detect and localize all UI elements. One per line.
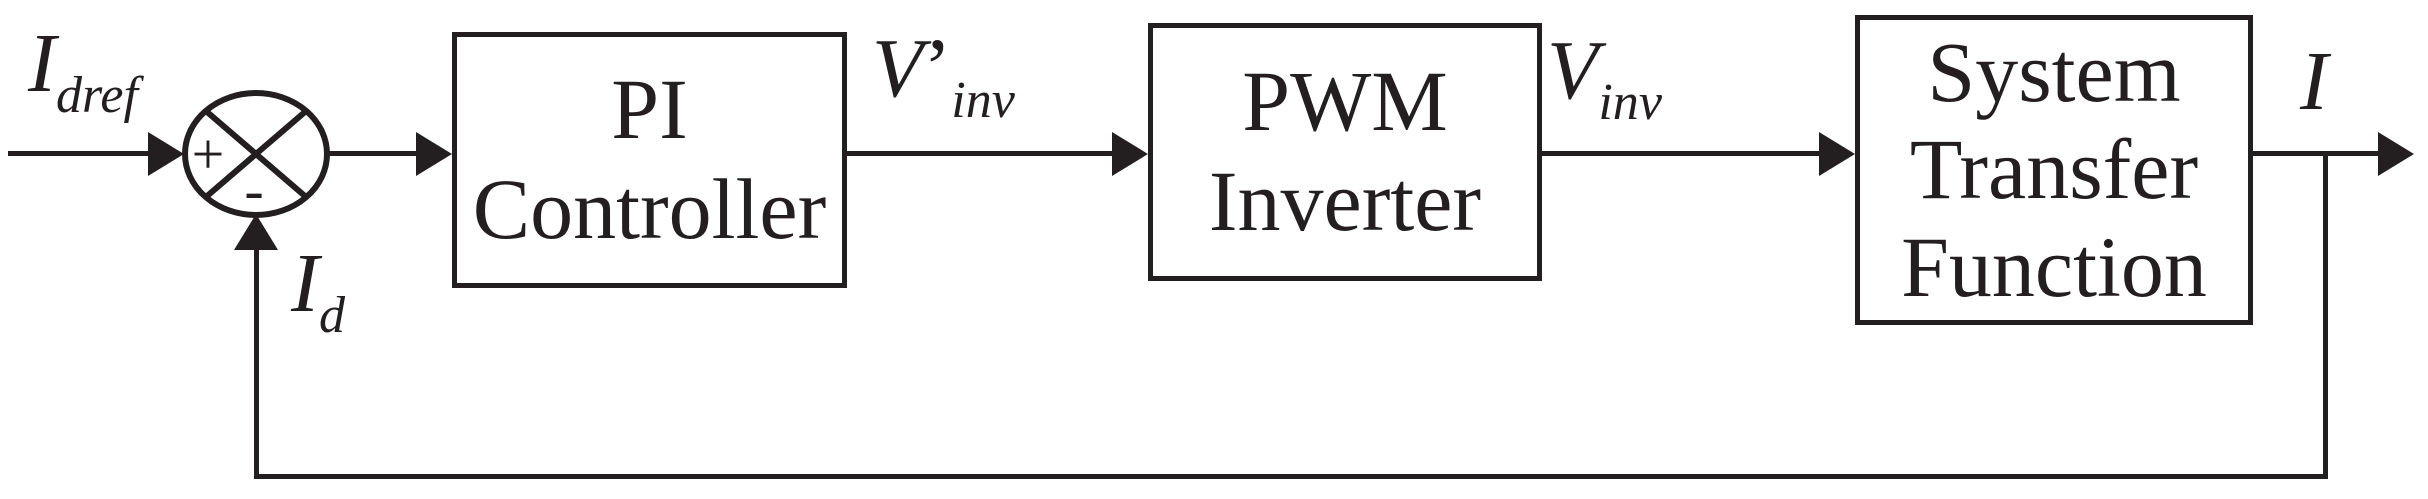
signal-subscript: dref bbox=[55, 66, 138, 124]
output-line bbox=[2251, 151, 2381, 156]
arrowhead-into-summing-junction bbox=[148, 132, 184, 176]
signal-subscript: inv bbox=[1598, 73, 1662, 131]
signal-label-input: Idref bbox=[28, 22, 138, 122]
signal-label-output: I bbox=[2300, 40, 2328, 124]
signal-label-feedback: Id bbox=[291, 242, 345, 342]
pwm-inverter-block: PWM Inverter bbox=[1148, 23, 1542, 281]
block-text-line: Function bbox=[1901, 218, 2207, 315]
feedback-line-right-vertical bbox=[2323, 153, 2328, 479]
system-transfer-function-block: System Transfer Function bbox=[1855, 15, 2253, 325]
signal-main: I bbox=[2300, 35, 2328, 128]
prime-mark: ’ bbox=[923, 22, 952, 115]
block-text-line: Transfer bbox=[1909, 121, 2199, 218]
block-text-line: Inverter bbox=[1208, 153, 1482, 249]
sum-to-pi-line bbox=[327, 151, 420, 156]
signal-main: V bbox=[1547, 24, 1599, 117]
block-text-line: PI bbox=[611, 61, 688, 158]
arrowhead-into-system-block bbox=[1819, 132, 1855, 176]
signal-subscript: d bbox=[318, 286, 346, 344]
arrowhead-into-pi-controller bbox=[416, 132, 452, 176]
signal-label-controller-output: V’inv bbox=[872, 27, 1015, 127]
pi-controller-block: PI Controller bbox=[452, 32, 847, 288]
feedback-line-left-vertical bbox=[254, 248, 259, 479]
plus-sign: + bbox=[192, 122, 225, 187]
signal-subscript: inv bbox=[951, 71, 1015, 129]
input-line bbox=[8, 151, 150, 156]
summing-junction-icon: + - bbox=[182, 90, 330, 222]
feedback-line-bottom-horizontal bbox=[254, 474, 2328, 479]
block-text-line: Controller bbox=[472, 161, 827, 257]
arrowhead-output bbox=[2378, 132, 2414, 176]
signal-main: I bbox=[291, 237, 319, 330]
signal-label-inverter-output: Vinv bbox=[1547, 29, 1662, 129]
pwm-to-system-line bbox=[1540, 151, 1822, 156]
signal-main: I bbox=[28, 17, 56, 110]
block-text-line: System bbox=[1927, 24, 2181, 121]
arrowhead-feedback-into-summing-junction bbox=[234, 214, 278, 250]
pi-to-pwm-line bbox=[845, 151, 1115, 156]
minus-sign: - bbox=[244, 158, 263, 222]
signal-main: V bbox=[872, 22, 924, 115]
block-text-line: PWM bbox=[1242, 53, 1448, 150]
summing-junction-cross-diagonal-2 bbox=[203, 108, 309, 200]
arrowhead-into-pwm-inverter bbox=[1112, 132, 1148, 176]
